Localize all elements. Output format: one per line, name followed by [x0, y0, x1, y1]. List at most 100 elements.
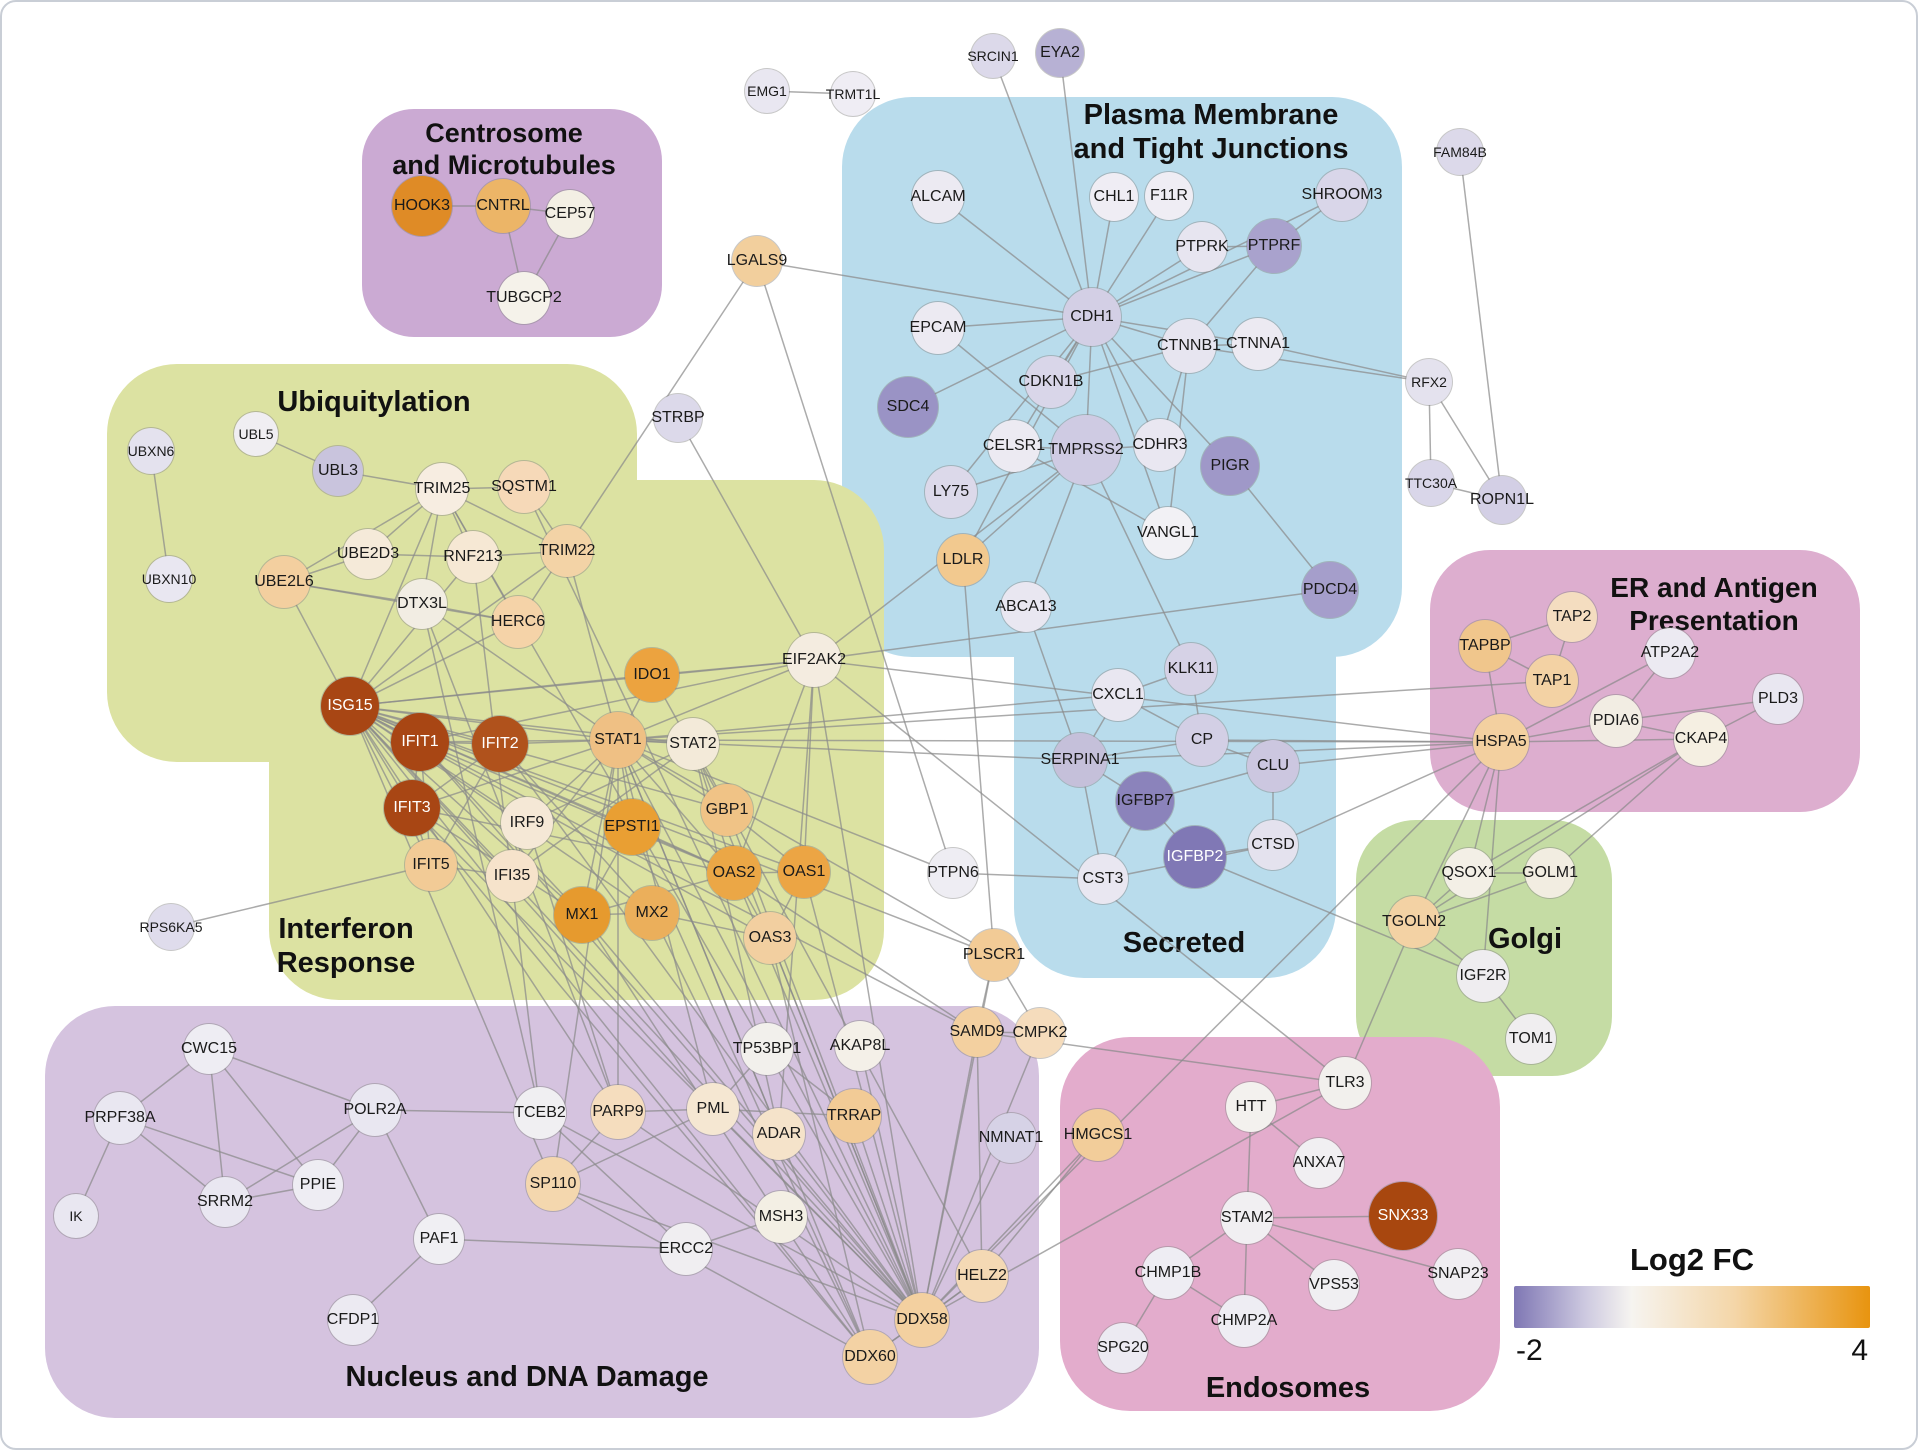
node-PRPF38A[interactable]: PRPF38A	[84, 1092, 156, 1144]
node-SRCIN1[interactable]: SRCIN1	[967, 34, 1019, 78]
node-CMPK2[interactable]: CMPK2	[1012, 1008, 1068, 1058]
node-CNTRL[interactable]: CNTRL	[476, 179, 530, 233]
node-IRF9[interactable]: IRF9	[501, 797, 553, 849]
node-PARP9[interactable]: PARP9	[591, 1085, 645, 1139]
node-TAP2[interactable]: TAP2	[1547, 592, 1597, 642]
node-ATP2A2[interactable]: ATP2A2	[1641, 628, 1699, 678]
node-IFIT5[interactable]: IFIT5	[405, 839, 457, 891]
node-SAMD9[interactable]: SAMD9	[949, 1007, 1005, 1057]
node-SP110[interactable]: SP110	[526, 1157, 580, 1211]
node-IFIT1[interactable]: IFIT1	[391, 713, 449, 771]
node-CKAP4[interactable]: CKAP4	[1674, 712, 1728, 766]
node-CDHR3[interactable]: CDHR3	[1132, 419, 1188, 471]
node-DDX58[interactable]: DDX58	[895, 1293, 949, 1347]
node-PLD3[interactable]: PLD3	[1753, 674, 1803, 724]
node-MX1[interactable]: MX1	[554, 887, 610, 943]
node-UBE2D3[interactable]: UBE2D3	[337, 529, 399, 579]
node-TRMT1L[interactable]: TRMT1L	[826, 72, 880, 116]
node-HMGCS1[interactable]: HMGCS1	[1064, 1109, 1132, 1161]
node-PTPRF[interactable]: PTPRF	[1247, 219, 1301, 273]
node-CHMP1B[interactable]: CHMP1B	[1135, 1247, 1201, 1299]
node-UBL3[interactable]: UBL3	[313, 446, 363, 496]
node-UBXN6[interactable]: UBXN6	[128, 428, 174, 474]
node-IGF2R[interactable]: IGF2R	[1457, 950, 1509, 1002]
node-DDX60[interactable]: DDX60	[843, 1330, 897, 1384]
node-PML[interactable]: PML	[687, 1083, 739, 1135]
node-SNAP23[interactable]: SNAP23	[1427, 1249, 1489, 1299]
node-TOM1[interactable]: TOM1	[1506, 1014, 1556, 1064]
node-ALCAM[interactable]: ALCAM	[910, 171, 966, 223]
node-TRIM25[interactable]: TRIM25	[414, 463, 470, 515]
node-SHROOM3[interactable]: SHROOM3	[1302, 169, 1382, 221]
node-TAP1[interactable]: TAP1	[1526, 655, 1578, 707]
node-DTX3L[interactable]: DTX3L	[397, 579, 447, 629]
node-ABCA13[interactable]: ABCA13	[995, 582, 1057, 632]
node-ERCC2[interactable]: ERCC2	[659, 1223, 713, 1275]
node-CXCL1[interactable]: CXCL1	[1092, 669, 1144, 721]
node-OAS2[interactable]: OAS2	[707, 846, 761, 900]
node-EPSTI1[interactable]: EPSTI1	[604, 799, 660, 855]
node-EMG1[interactable]: EMG1	[745, 69, 789, 113]
node-SRRM2[interactable]: SRRM2	[197, 1177, 253, 1227]
node-TRRAP[interactable]: TRRAP	[827, 1089, 881, 1143]
node-PLSCR1[interactable]: PLSCR1	[963, 929, 1025, 981]
node-PDCD4[interactable]: PDCD4	[1302, 562, 1358, 618]
node-CDKN1B[interactable]: CDKN1B	[1019, 356, 1083, 408]
node-GOLM1[interactable]: GOLM1	[1522, 848, 1578, 898]
node-TRIM22[interactable]: TRIM22	[539, 525, 595, 577]
node-STAT1[interactable]: STAT1	[590, 712, 646, 768]
node-PTPN6[interactable]: PTPN6	[927, 848, 979, 898]
node-UBE2L6[interactable]: UBE2L6	[254, 556, 314, 608]
node-IK[interactable]: IK	[54, 1194, 98, 1238]
node-HOOK3[interactable]: HOOK3	[392, 176, 452, 236]
node-TUBGCP2[interactable]: TUBGCP2	[486, 272, 562, 324]
node-HERC6[interactable]: HERC6	[491, 596, 545, 648]
node-ADAR[interactable]: ADAR	[753, 1108, 805, 1160]
node-EPCAM[interactable]: EPCAM	[910, 302, 966, 354]
node-STAT2[interactable]: STAT2	[667, 718, 719, 770]
node-IGFBP7[interactable]: IGFBP7	[1116, 772, 1174, 830]
node-CTNNA1[interactable]: CTNNA1	[1226, 318, 1290, 370]
node-LY75[interactable]: LY75	[925, 466, 977, 518]
node-EYA2[interactable]: EYA2	[1036, 29, 1084, 77]
node-LDLR[interactable]: LDLR	[937, 534, 989, 586]
node-TGOLN2[interactable]: TGOLN2	[1382, 896, 1446, 948]
node-ISG15[interactable]: ISG15	[321, 677, 379, 735]
node-MSH3[interactable]: MSH3	[755, 1191, 807, 1243]
node-CWC15[interactable]: CWC15	[181, 1024, 237, 1074]
node-STRBP[interactable]: STRBP	[651, 394, 705, 442]
node-CHL1[interactable]: CHL1	[1090, 173, 1138, 221]
node-F11R[interactable]: F11R	[1145, 172, 1193, 220]
node-UBL5[interactable]: UBL5	[234, 412, 278, 456]
node-UBXN10[interactable]: UBXN10	[142, 556, 196, 602]
node-OAS3[interactable]: OAS3	[744, 912, 796, 964]
node-EIF2AK2[interactable]: EIF2AK2	[782, 633, 846, 687]
node-OAS1[interactable]: OAS1	[778, 846, 830, 898]
node-TTC30A[interactable]: TTC30A	[1405, 460, 1457, 506]
node-HELZ2[interactable]: HELZ2	[956, 1250, 1008, 1302]
node-PAF1[interactable]: PAF1	[414, 1214, 464, 1264]
node-IFI35[interactable]: IFI35	[486, 850, 538, 902]
node-VANGL1[interactable]: VANGL1	[1137, 507, 1199, 559]
node-MX2[interactable]: MX2	[625, 886, 679, 940]
node-IGFBP2[interactable]: IGFBP2	[1164, 826, 1226, 888]
node-CDH1[interactable]: CDH1	[1063, 288, 1121, 346]
node-ROPN1L[interactable]: ROPN1L	[1470, 476, 1534, 524]
node-AKAP8L[interactable]: AKAP8L	[830, 1021, 890, 1071]
node-RFX2[interactable]: RFX2	[1406, 359, 1452, 405]
node-PTPRK[interactable]: PTPRK	[1175, 222, 1229, 272]
node-CP[interactable]: CP	[1176, 714, 1228, 766]
node-IFIT3[interactable]: IFIT3	[384, 780, 440, 836]
node-IDO1[interactable]: IDO1	[625, 648, 679, 702]
node-ANXA7[interactable]: ANXA7	[1293, 1138, 1345, 1188]
node-CELSR1[interactable]: CELSR1	[983, 420, 1045, 472]
node-IFIT2[interactable]: IFIT2	[472, 716, 528, 772]
node-CFDP1[interactable]: CFDP1	[327, 1295, 379, 1345]
node-STAM2[interactable]: STAM2	[1221, 1192, 1273, 1244]
node-CHMP2A[interactable]: CHMP2A	[1211, 1295, 1277, 1347]
node-SNX33[interactable]: SNX33	[1369, 1182, 1437, 1250]
node-POLR2A[interactable]: POLR2A	[343, 1084, 407, 1136]
node-PPIE[interactable]: PPIE	[293, 1160, 343, 1210]
node-FAM84B[interactable]: FAM84B	[1433, 129, 1487, 175]
node-SDC4[interactable]: SDC4	[878, 377, 938, 437]
